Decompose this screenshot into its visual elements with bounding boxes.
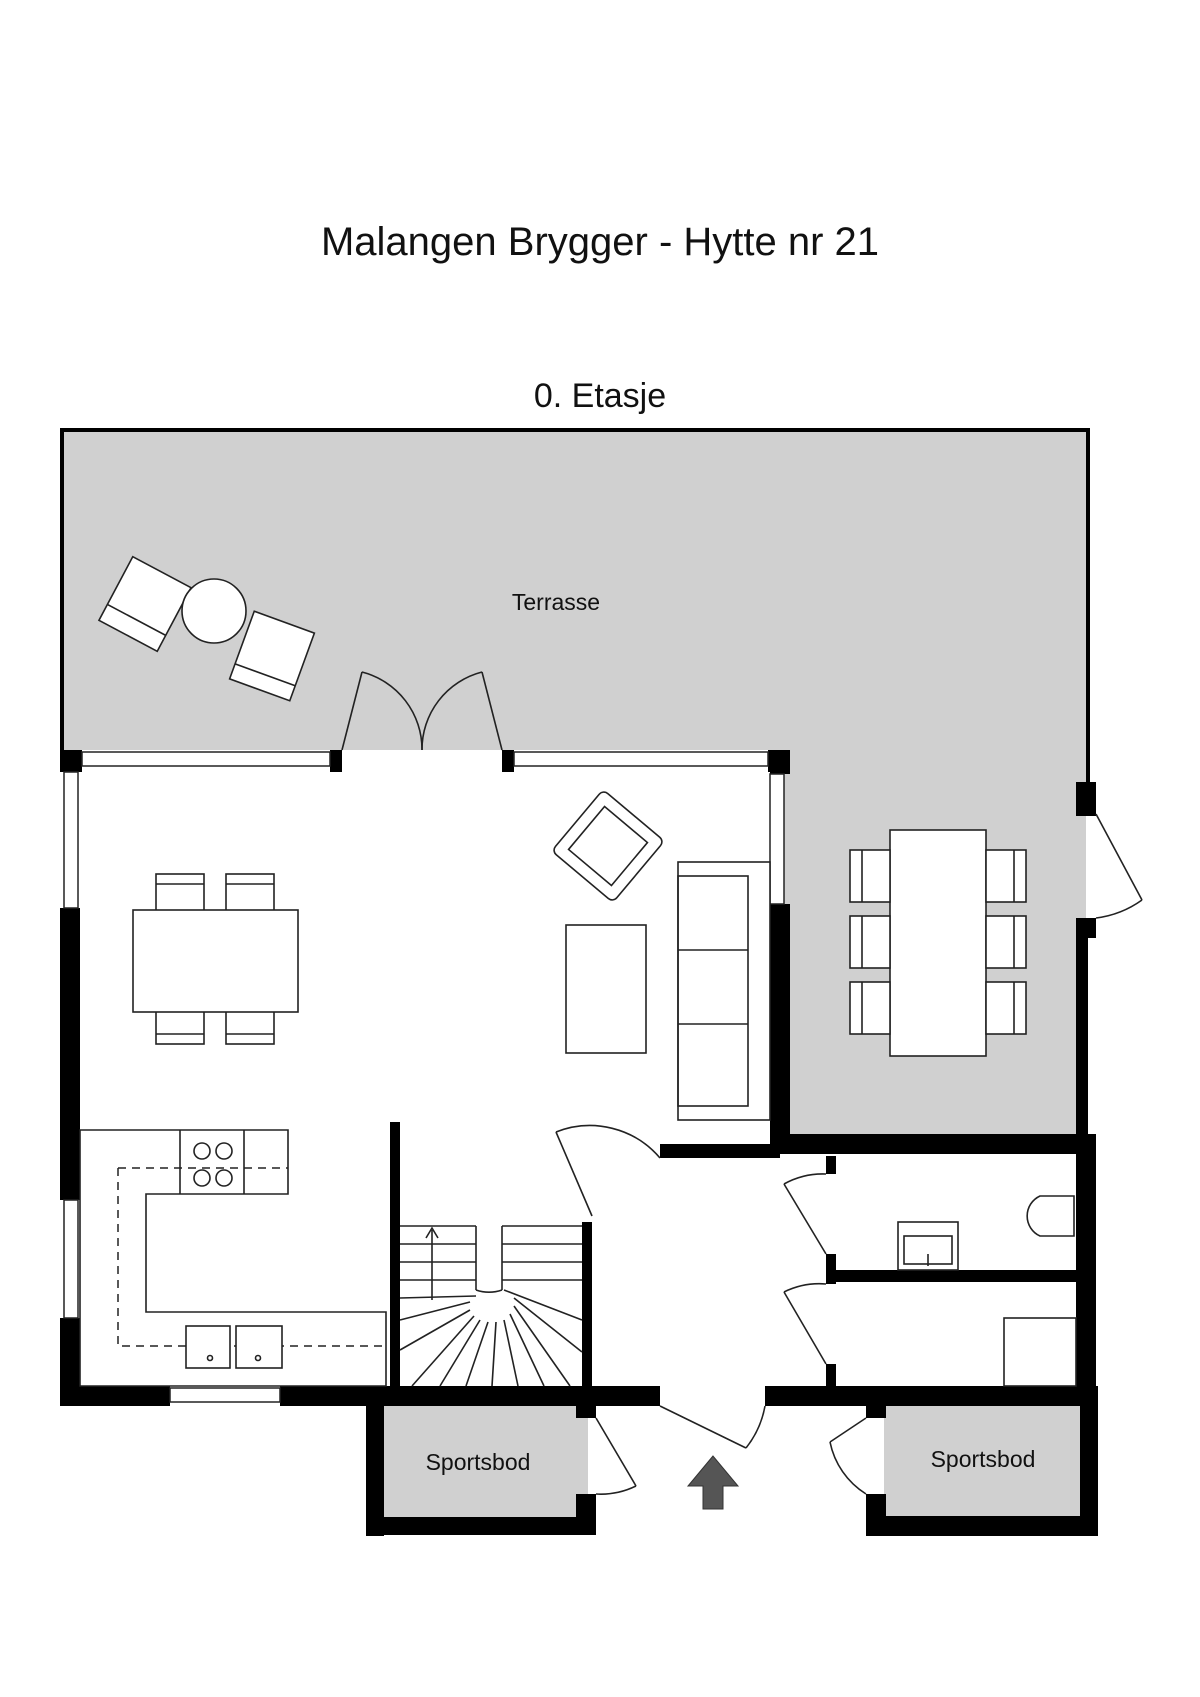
terrace-door: [341, 671, 503, 751]
terrace-area: [62, 430, 1086, 1143]
storage-right-label: Sportsbod: [931, 1446, 1036, 1472]
storage-left-label: Sportsbod: [426, 1449, 531, 1475]
terrace-lounge: [97, 555, 316, 702]
storage-right-area: [884, 1404, 1084, 1516]
entrance-arrow-icon: [686, 1455, 740, 1510]
storage-left-area: [382, 1404, 588, 1519]
bathroom-fixtures: [897, 1195, 1077, 1387]
kitchen: [79, 1129, 387, 1387]
interior-doors: [555, 1124, 867, 1495]
plan-title: Malangen Brygger - Hytte nr 21: [320, 220, 880, 264]
walls: [60, 750, 1098, 1536]
floor-label: 0. Etasje: [533, 377, 667, 415]
staircase: [399, 1225, 583, 1387]
indoor-dining: [132, 873, 299, 1045]
terrace-label: Terrasse: [512, 589, 600, 615]
terrace-dining: [849, 829, 1027, 1057]
terrace-outline: [60, 428, 1090, 786]
sofa: [677, 861, 771, 1121]
windows: [63, 751, 785, 1403]
armchair: [553, 791, 663, 901]
side-door: [1095, 813, 1143, 919]
coffee-table: [565, 924, 647, 1054]
